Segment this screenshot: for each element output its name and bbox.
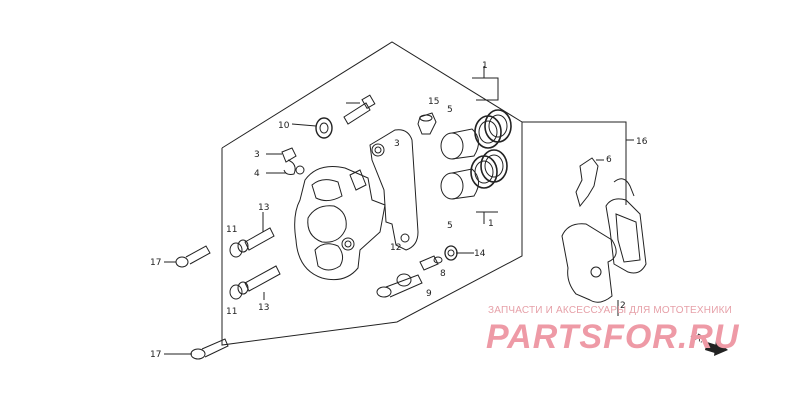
callout-13-bot: 13 bbox=[258, 303, 269, 313]
callout-9: 9 bbox=[426, 289, 432, 299]
callout-12: 12 bbox=[390, 243, 401, 253]
piston-top bbox=[440, 128, 479, 160]
callout-5-bot: 5 bbox=[447, 221, 453, 231]
callout-15: 15 bbox=[428, 97, 439, 107]
callout-4: 4 bbox=[254, 169, 260, 179]
brake-pad-rear bbox=[561, 223, 617, 303]
watermark-logo: PARTSFOR.RU bbox=[486, 318, 740, 356]
spring-clip bbox=[281, 147, 305, 175]
callout-3: 3 bbox=[254, 150, 260, 160]
piston-bottom bbox=[440, 168, 479, 200]
caliper-body bbox=[294, 166, 386, 281]
pad-spring-6 bbox=[575, 157, 635, 208]
callout-2: 2 bbox=[620, 301, 626, 311]
callout-11-top: 11 bbox=[226, 225, 237, 235]
callout-1-top: 1 bbox=[482, 61, 488, 71]
bolt-17-top bbox=[175, 245, 211, 268]
pin-15 bbox=[417, 112, 437, 135]
callout-11-bot: 11 bbox=[226, 307, 237, 317]
pin-13-top bbox=[244, 227, 275, 251]
callout-1-bot: 1 bbox=[488, 219, 494, 229]
watermark-tagline: ЗАПЧАСТИ И АКСЕССУАРЫ ДЛЯ МОТОТЕХНИКИ bbox=[488, 305, 733, 316]
boot-11-top bbox=[229, 239, 249, 258]
washer-10 bbox=[315, 117, 333, 139]
assembly-outline bbox=[221, 41, 523, 346]
callout-5-top: 5 bbox=[447, 105, 453, 115]
callout-17-top: 17 bbox=[150, 258, 161, 268]
callout-14: 14 bbox=[474, 249, 486, 259]
caliper-bracket bbox=[369, 129, 419, 251]
callout-16: 16 bbox=[636, 137, 648, 147]
callout-3b: 3 bbox=[394, 139, 400, 149]
bracket-1-top bbox=[472, 77, 499, 101]
brake-pad-front bbox=[605, 198, 647, 274]
pin-13-bot bbox=[244, 265, 281, 292]
callout-8: 8 bbox=[440, 269, 446, 279]
callout-6: 6 bbox=[606, 155, 612, 165]
cap-14 bbox=[444, 245, 458, 261]
callout-10: 10 bbox=[278, 121, 290, 131]
leader-16 bbox=[522, 121, 627, 205]
bleeder-8 bbox=[419, 255, 443, 271]
bolt-7 bbox=[343, 94, 376, 125]
bolt-9 bbox=[376, 273, 423, 298]
callout-17-bot: 17 bbox=[150, 350, 161, 360]
callout-13-top: 13 bbox=[258, 203, 269, 213]
seals bbox=[470, 109, 512, 189]
